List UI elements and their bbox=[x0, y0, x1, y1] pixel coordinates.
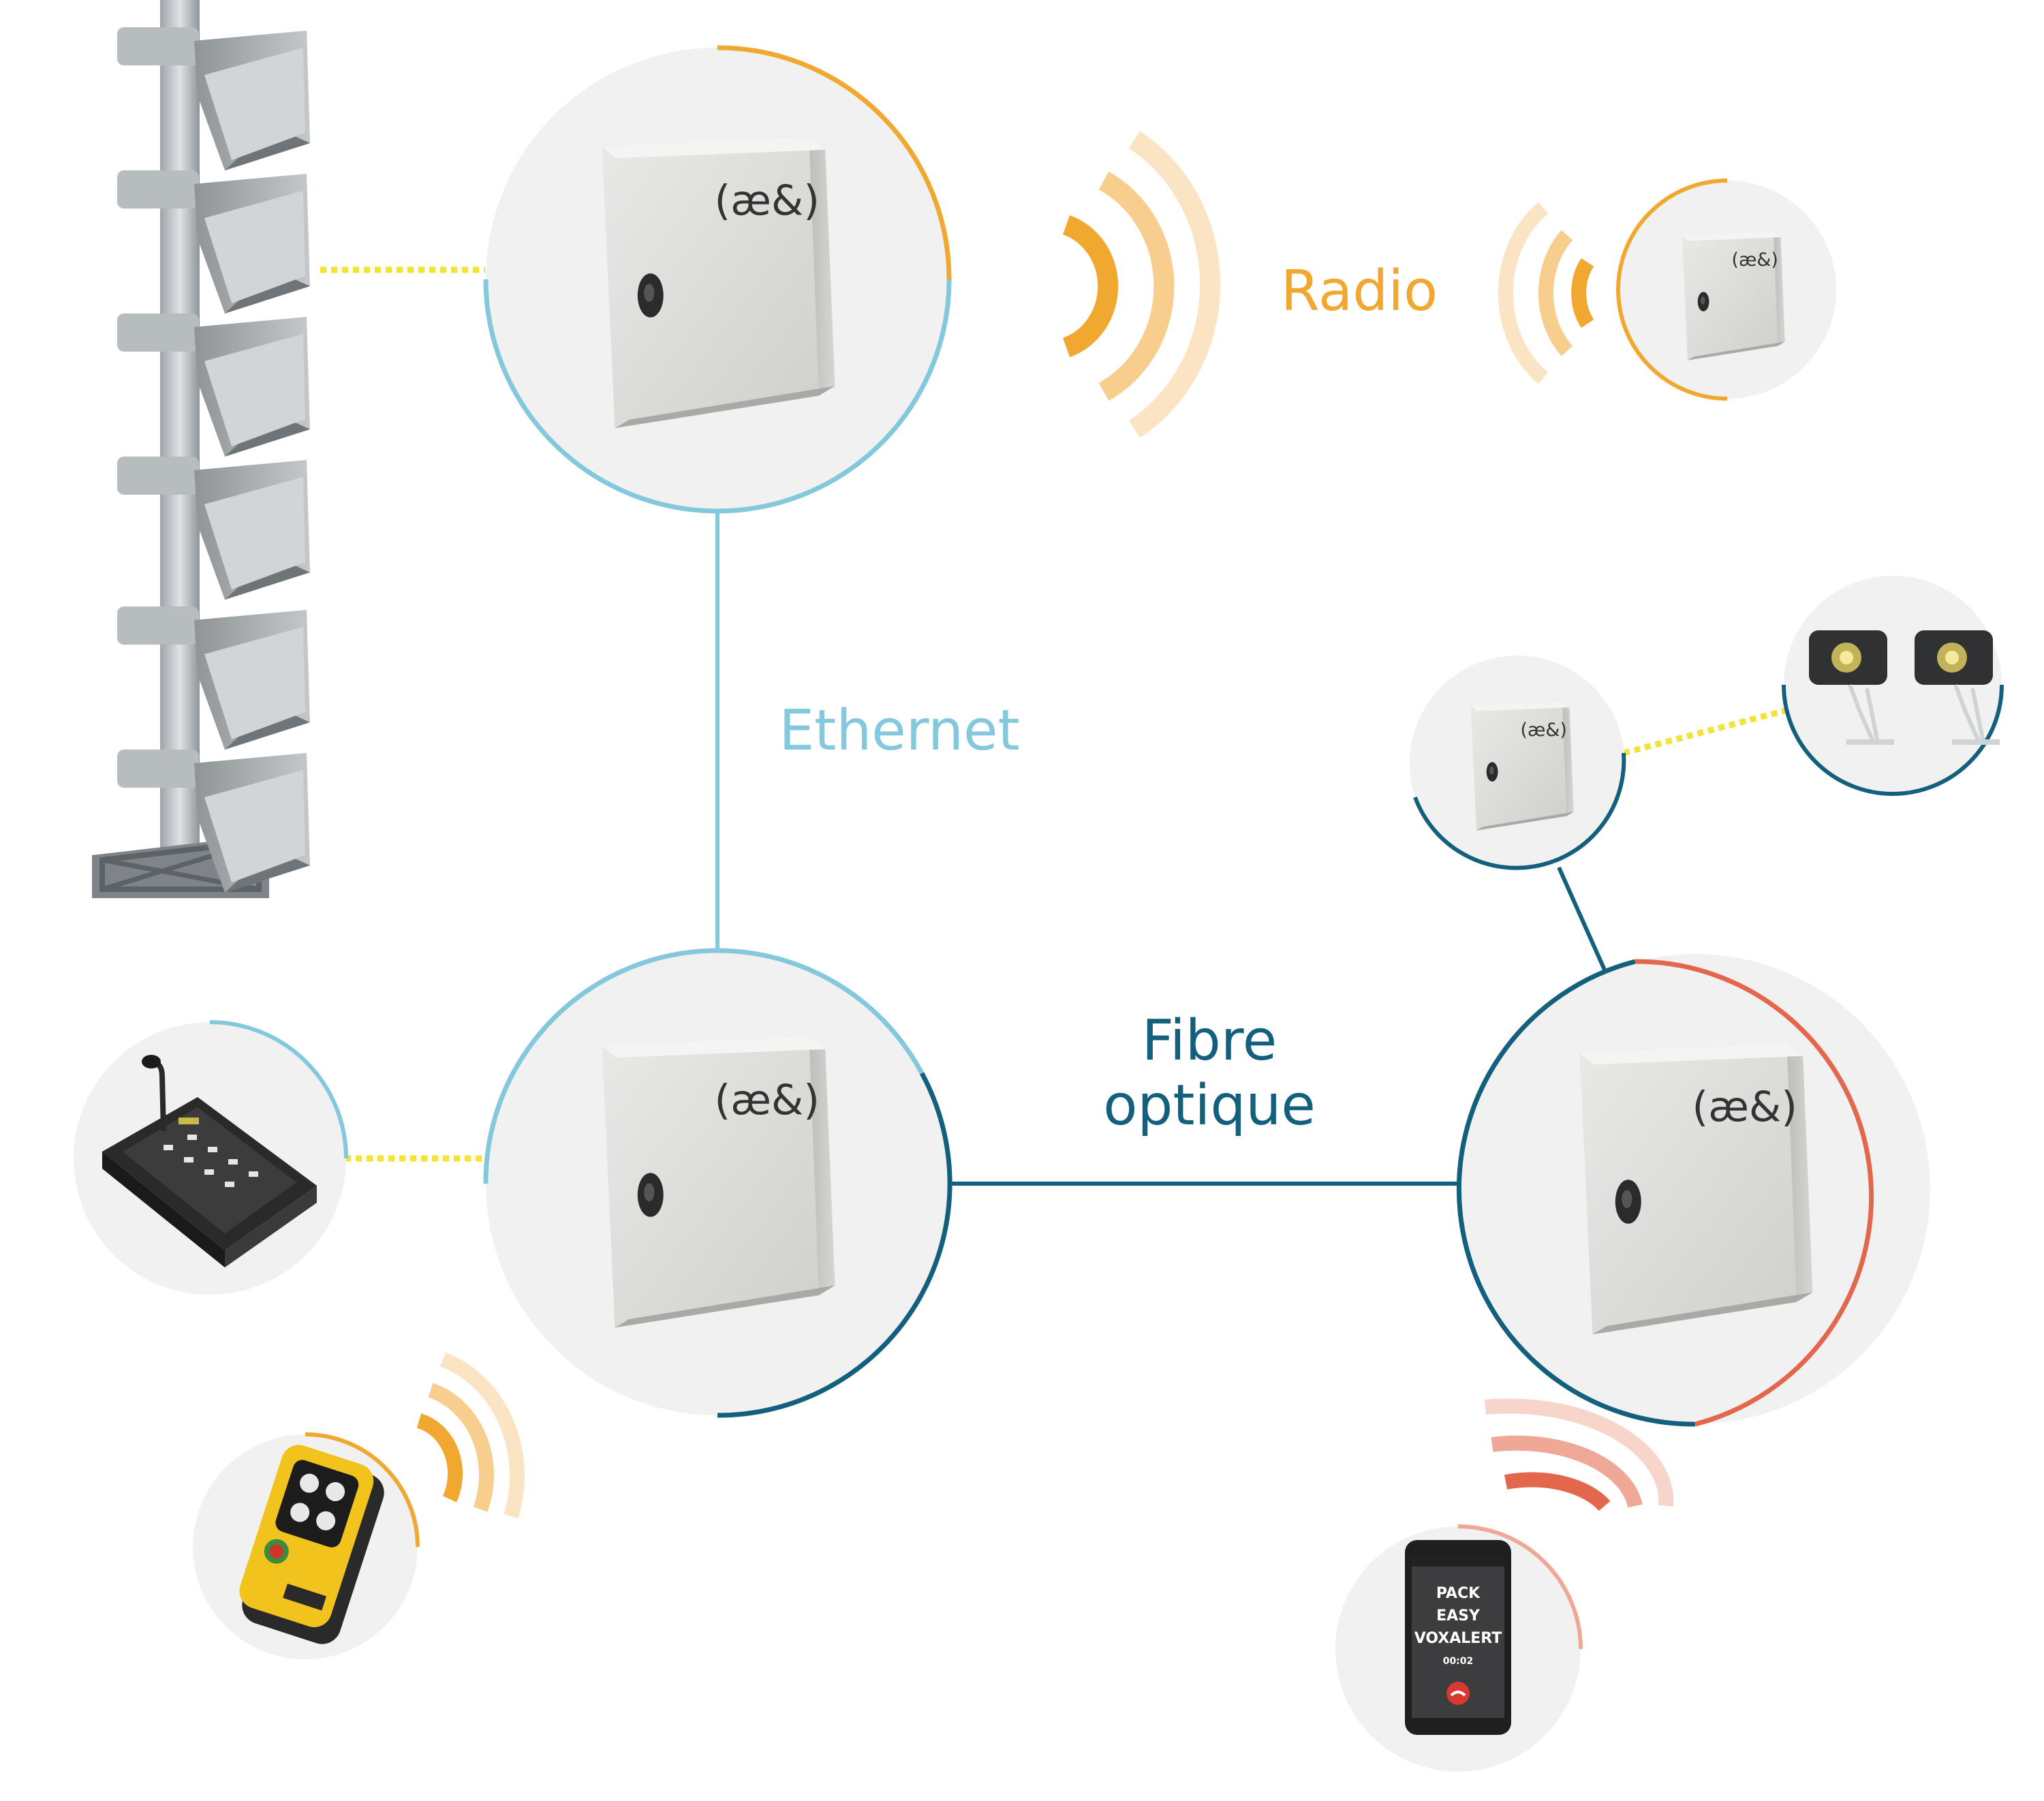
console-node bbox=[74, 1020, 348, 1295]
fibre-label-line1: Fibre bbox=[1142, 1009, 1277, 1073]
center-cabinet-node: (æ&) bbox=[483, 948, 953, 1418]
remote-node bbox=[193, 1432, 420, 1659]
cabinet-icon: (æ&) bbox=[1682, 231, 1785, 360]
microphone-console-icon bbox=[102, 1055, 317, 1267]
speaker-dotted-link bbox=[1622, 707, 1786, 756]
remote-control-icon bbox=[239, 1445, 384, 1644]
loudspeaker-icon bbox=[1809, 630, 1894, 745]
device-logo: (æ&) bbox=[714, 177, 820, 225]
cabinet-icon: (æ&) bbox=[602, 1036, 835, 1328]
ethernet-label: Ethernet bbox=[779, 698, 1019, 763]
loudspeakers-node bbox=[1782, 576, 2004, 796]
cabinet-icon: (æ&) bbox=[602, 136, 835, 429]
loudspeaker-icon bbox=[1915, 630, 2000, 745]
phone-timer: 00:02 bbox=[1443, 1656, 1474, 1667]
phone-line2: EASY bbox=[1436, 1607, 1481, 1625]
top-cabinet-node: (æ&) bbox=[483, 45, 952, 514]
smartphone-icon: PACK EASY VOXALERT 00:02 bbox=[1405, 1540, 1511, 1735]
cabinet-icon: (æ&) bbox=[1579, 1043, 1813, 1335]
siren-tower-icon bbox=[92, 0, 310, 898]
right-cabinet-node: (æ&) bbox=[1456, 954, 1930, 1427]
phone-node: PACK EASY VOXALERT 00:02 bbox=[1335, 1524, 1583, 1772]
radio-waves-icon bbox=[1498, 202, 1594, 384]
device-logo: (æ&) bbox=[1521, 720, 1567, 741]
phone-line3: VOXALERT bbox=[1414, 1630, 1502, 1647]
phone-line1: PACK bbox=[1436, 1585, 1481, 1602]
fibre-label-line2: optique bbox=[1103, 1073, 1316, 1138]
fibre-branch-line bbox=[1557, 866, 1609, 976]
radio-waves-icon bbox=[416, 1352, 525, 1519]
secondary-cabinet-node: (æ&) bbox=[1410, 656, 1626, 871]
radio-label: Radio bbox=[1281, 259, 1438, 324]
radio-waves-icon bbox=[1484, 1398, 1674, 1511]
device-logo: (æ&) bbox=[1732, 249, 1778, 271]
device-logo: (æ&) bbox=[1692, 1083, 1797, 1131]
radio-cabinet-node: (æ&) bbox=[1616, 179, 1836, 401]
radio-waves-icon bbox=[1062, 131, 1221, 438]
device-logo: (æ&) bbox=[714, 1077, 820, 1124]
cabinet-icon: (æ&) bbox=[1470, 701, 1574, 831]
